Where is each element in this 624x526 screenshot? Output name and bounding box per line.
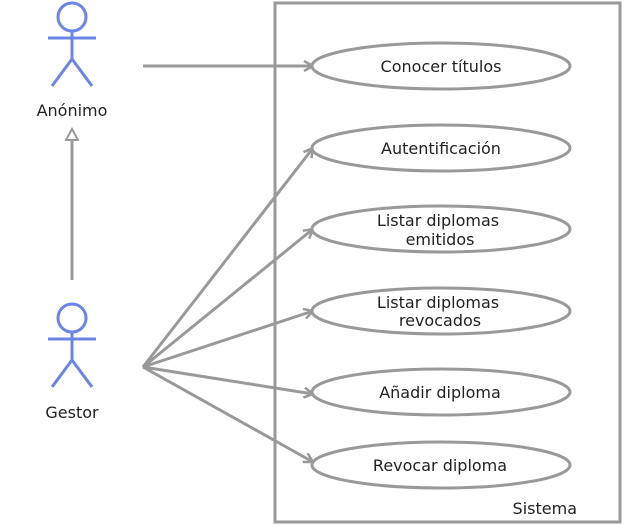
use-case-label: Autentificación bbox=[381, 139, 501, 158]
actor-gestor: Gestor bbox=[45, 302, 99, 422]
use-case-label: Añadir diploma bbox=[379, 383, 501, 402]
use-case-label-line2: emitidos bbox=[406, 230, 475, 249]
assoc-gestor-uc3 bbox=[142, 229, 313, 369]
assoc-gestor-uc6 bbox=[142, 365, 313, 464]
use-case-label-line1: Listar diplomas bbox=[377, 293, 499, 312]
actor-anonimo-icon bbox=[48, 1, 96, 87]
actor-anonimo: Anónimo bbox=[37, 1, 108, 120]
actor-anonimo-label: Anónimo bbox=[37, 101, 108, 120]
actor-gestor-icon bbox=[48, 302, 96, 388]
use-case-label-line1: Listar diplomas bbox=[377, 211, 499, 230]
use-case-listar-revocados: Listar diplomas revocados bbox=[310, 286, 572, 336]
use-case-conocer-titulos: Conocer títulos bbox=[310, 41, 572, 91]
system-boundary bbox=[273, 1, 622, 524]
system-label: Sistema bbox=[513, 499, 577, 518]
assoc-gestor-uc2 bbox=[141, 148, 313, 368]
associations bbox=[141, 66, 313, 464]
actor-gestor-label: Gestor bbox=[45, 403, 99, 422]
use-case-label: Revocar diploma bbox=[373, 456, 507, 475]
use-case-anadir-diploma: Añadir diploma bbox=[310, 367, 572, 417]
use-case-label: Conocer títulos bbox=[381, 57, 502, 76]
assoc-gestor-uc4 bbox=[142, 311, 313, 369]
assoc-gestor-uc5 bbox=[142, 365, 313, 394]
use-case-revocar-diploma: Revocar diploma bbox=[310, 440, 572, 490]
use-case-listar-emitidos: Listar diplomas emitidos bbox=[310, 204, 572, 254]
use-case-label-line2: revocados bbox=[399, 311, 481, 330]
use-case-autentificacion: Autentificación bbox=[310, 123, 572, 173]
